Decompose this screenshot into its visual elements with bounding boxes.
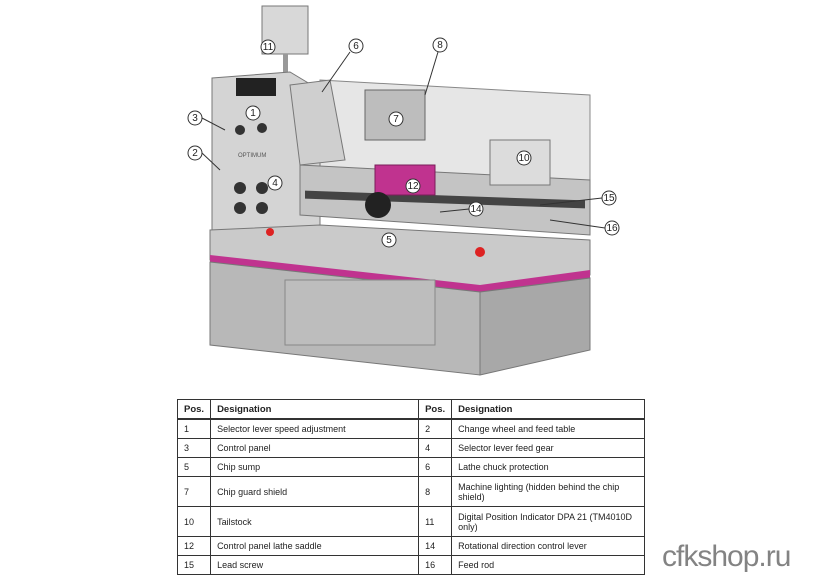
designation-cell: Chip sump <box>210 457 420 477</box>
headstock-panel <box>236 78 276 96</box>
callout-1: 1 <box>250 108 256 119</box>
designation-cell: Selector lever speed adjustment <box>210 418 420 439</box>
callout-2: 2 <box>192 148 198 159</box>
lathe-diagram: OPTIMUM 1 2 3 4 5 6 7 8 10 11 12 14 15 <box>187 5 620 376</box>
pos-cell: 14 <box>418 536 453 556</box>
base-door <box>284 279 436 346</box>
pos-cell: 5 <box>176 457 212 477</box>
designation-cell: Control panel lathe saddle <box>210 536 420 556</box>
pos-cell: 16 <box>418 555 453 575</box>
callout-11: 11 <box>263 42 274 53</box>
handwheel <box>365 192 391 218</box>
designation-cell: Feed rod <box>451 555 646 575</box>
callout-3: 3 <box>192 113 198 124</box>
designation-cell: Lathe chuck protection <box>451 457 646 477</box>
callout-10: 10 <box>518 153 530 164</box>
watermark: cfkshop.ru <box>662 540 791 573</box>
callout-4: 4 <box>272 178 278 189</box>
callout-8: 8 <box>437 40 443 51</box>
pos-cell: 10 <box>176 506 212 537</box>
designation-cell: Change wheel and feed table <box>451 418 646 439</box>
selector-knobs <box>234 123 268 214</box>
header-designation: Designation <box>210 399 420 420</box>
pos-cell: 4 <box>418 438 453 458</box>
header-pos: Pos. <box>418 399 453 420</box>
dro-stand <box>283 54 288 76</box>
callout-14: 14 <box>470 204 482 215</box>
pos-cell: 6 <box>418 457 453 477</box>
callout-12: 12 <box>407 181 419 192</box>
designation-cell: Tailstock <box>210 506 420 537</box>
designation-cell: Control panel <box>210 438 420 458</box>
chuck-guard <box>289 79 346 166</box>
pos-cell: 11 <box>418 506 453 537</box>
brand-logo: OPTIMUM <box>238 153 266 159</box>
chip-shield <box>364 89 426 141</box>
pos-cell: 3 <box>176 438 212 458</box>
callout-6: 6 <box>353 41 359 52</box>
designation-cell: Lead screw <box>210 555 420 575</box>
pos-cell: 12 <box>176 536 212 556</box>
header-designation: Designation <box>451 399 646 420</box>
pos-cell: 7 <box>176 476 212 507</box>
table-header-row: Pos. Designation Pos. Designation <box>176 399 646 420</box>
tailstock <box>489 139 551 186</box>
header-pos: Pos. <box>176 399 212 420</box>
callout-5: 5 <box>386 235 392 246</box>
designation-cell: Digital Position Indicator DPA 21 (TM401… <box>451 506 646 537</box>
callout-16: 16 <box>606 223 618 234</box>
callout-leaders <box>201 51 606 229</box>
pos-cell: 8 <box>418 476 453 507</box>
saddle <box>374 164 436 196</box>
designation-cell: Chip guard shield <box>210 476 420 507</box>
pos-cell: 15 <box>176 555 212 575</box>
designation-cell: Machine lighting (hidden behind the chip… <box>451 476 646 507</box>
pos-cell: 1 <box>176 418 212 439</box>
callout-7: 7 <box>393 114 399 125</box>
emergency-stop-icon <box>475 247 485 257</box>
stop-button-icon <box>266 228 274 236</box>
callout-labels: 1 2 3 4 5 6 7 8 10 11 12 14 15 16 <box>192 40 618 246</box>
base-side <box>479 277 591 376</box>
callouts <box>187 37 620 248</box>
designation-cell: Rotational direction control lever <box>451 536 646 556</box>
designation-cell: Selector lever feed gear <box>451 438 646 458</box>
pos-cell: 2 <box>418 418 453 439</box>
callout-15: 15 <box>603 193 615 204</box>
